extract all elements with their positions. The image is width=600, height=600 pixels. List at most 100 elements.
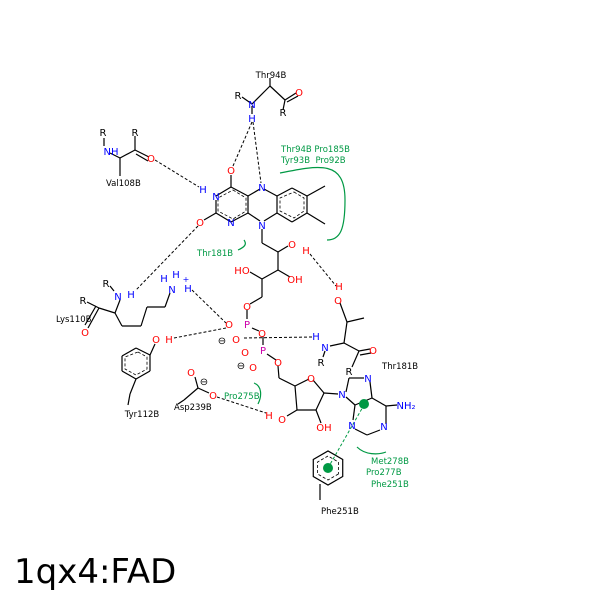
atom-label: P — [260, 346, 266, 357]
bond — [266, 353, 277, 361]
atom-label: H — [172, 270, 180, 281]
bond — [263, 212, 278, 222]
bond — [249, 296, 263, 305]
atom-label: R — [132, 128, 139, 139]
hydrophobic-contact-arc — [279, 166, 346, 241]
bond — [261, 269, 279, 280]
bond — [215, 212, 232, 223]
atom-label: H — [265, 411, 273, 422]
hydrophobic-contact-arc — [237, 239, 246, 251]
bond — [345, 377, 350, 393]
atom-label: R — [346, 367, 353, 378]
atom-label: N — [338, 390, 345, 401]
atom-label: NH₂ — [396, 401, 415, 412]
atom-label: N — [212, 192, 219, 203]
phe251-ring-inner — [317, 455, 339, 481]
bond — [114, 312, 123, 327]
bond — [366, 429, 381, 436]
bond — [371, 397, 387, 407]
bond — [119, 149, 136, 159]
atom-label: + — [183, 275, 190, 284]
bond — [251, 327, 260, 332]
bond — [277, 269, 291, 278]
hydrophobic-residue-label: Thr181B — [196, 249, 233, 259]
pi-center-dot — [323, 463, 333, 473]
atom-label: H — [199, 185, 207, 196]
residue-label: Thr94B — [255, 71, 287, 81]
bond — [129, 378, 137, 395]
bond — [194, 376, 199, 389]
atom-label: OH — [316, 423, 331, 434]
bond — [183, 387, 199, 401]
bond — [385, 404, 398, 407]
bond — [345, 396, 356, 406]
atom-label: N — [380, 422, 387, 433]
bond — [261, 242, 279, 253]
bond — [249, 271, 263, 280]
bond — [121, 347, 137, 357]
atom-label: N — [248, 100, 255, 111]
bond — [135, 370, 151, 380]
atom-label: O — [147, 154, 155, 165]
hydrophobic-residue-label: Tyr93B Pro92B — [280, 156, 346, 166]
atom-label: O — [278, 415, 286, 426]
atom-label: H — [302, 246, 310, 257]
bond — [197, 387, 210, 394]
residue-label: Lys110B — [56, 315, 92, 325]
hydrogen-bond — [243, 336, 313, 339]
bond — [306, 212, 326, 225]
aromatic-ring-inner — [217, 189, 247, 220]
bond — [346, 317, 365, 323]
bond — [329, 342, 345, 347]
bond — [358, 348, 371, 352]
bond — [230, 212, 249, 223]
pi-center-dot — [359, 399, 369, 409]
atom-label: HO — [234, 266, 250, 277]
bond — [149, 343, 156, 356]
atom-label: H — [160, 274, 168, 285]
bond — [135, 153, 149, 162]
atom-label: R — [280, 108, 287, 119]
atom-label: O — [196, 218, 204, 229]
bond — [134, 149, 150, 158]
hydrogen-bond — [191, 289, 227, 324]
atom-label: O — [187, 368, 195, 379]
bond — [277, 245, 289, 253]
atom-label: N — [114, 292, 121, 303]
atom-label: O — [288, 240, 296, 251]
bond — [230, 186, 249, 197]
bond — [263, 188, 278, 197]
bond — [343, 321, 348, 344]
atom-label: R — [318, 358, 325, 369]
residue-label: Val108B — [106, 179, 141, 189]
hydrophobic-residue-label: Met278B — [371, 457, 409, 467]
atom-label: ⊖ — [218, 336, 226, 347]
bond — [277, 365, 280, 379]
atom-label: O — [152, 335, 160, 346]
atom-label: N — [321, 343, 328, 354]
atom-label: O — [232, 335, 240, 346]
atom-label: N — [258, 183, 265, 194]
bond — [269, 85, 286, 101]
bond — [294, 378, 310, 387]
atom-label: ⊖ — [200, 377, 208, 388]
atom-label: O — [258, 329, 266, 340]
atom-label: R — [100, 128, 107, 139]
atom-label: ⊖ — [237, 361, 245, 372]
atom-label: H — [127, 290, 135, 301]
bond — [291, 212, 308, 223]
atom-label: O — [295, 88, 303, 99]
bond — [323, 392, 339, 395]
bond — [121, 370, 137, 380]
bond — [284, 92, 297, 101]
atom-label: N — [348, 421, 355, 432]
bond — [135, 347, 151, 356]
phe251-ring — [312, 450, 344, 486]
atom-label: O — [369, 346, 377, 357]
bond — [339, 302, 348, 323]
hydrophobic-residue-label: Phe251B — [371, 480, 409, 490]
atom-label: O — [81, 328, 89, 339]
hydrophobic-contact-arc — [253, 382, 262, 405]
atom-label: N — [168, 285, 175, 296]
bond — [291, 187, 308, 197]
